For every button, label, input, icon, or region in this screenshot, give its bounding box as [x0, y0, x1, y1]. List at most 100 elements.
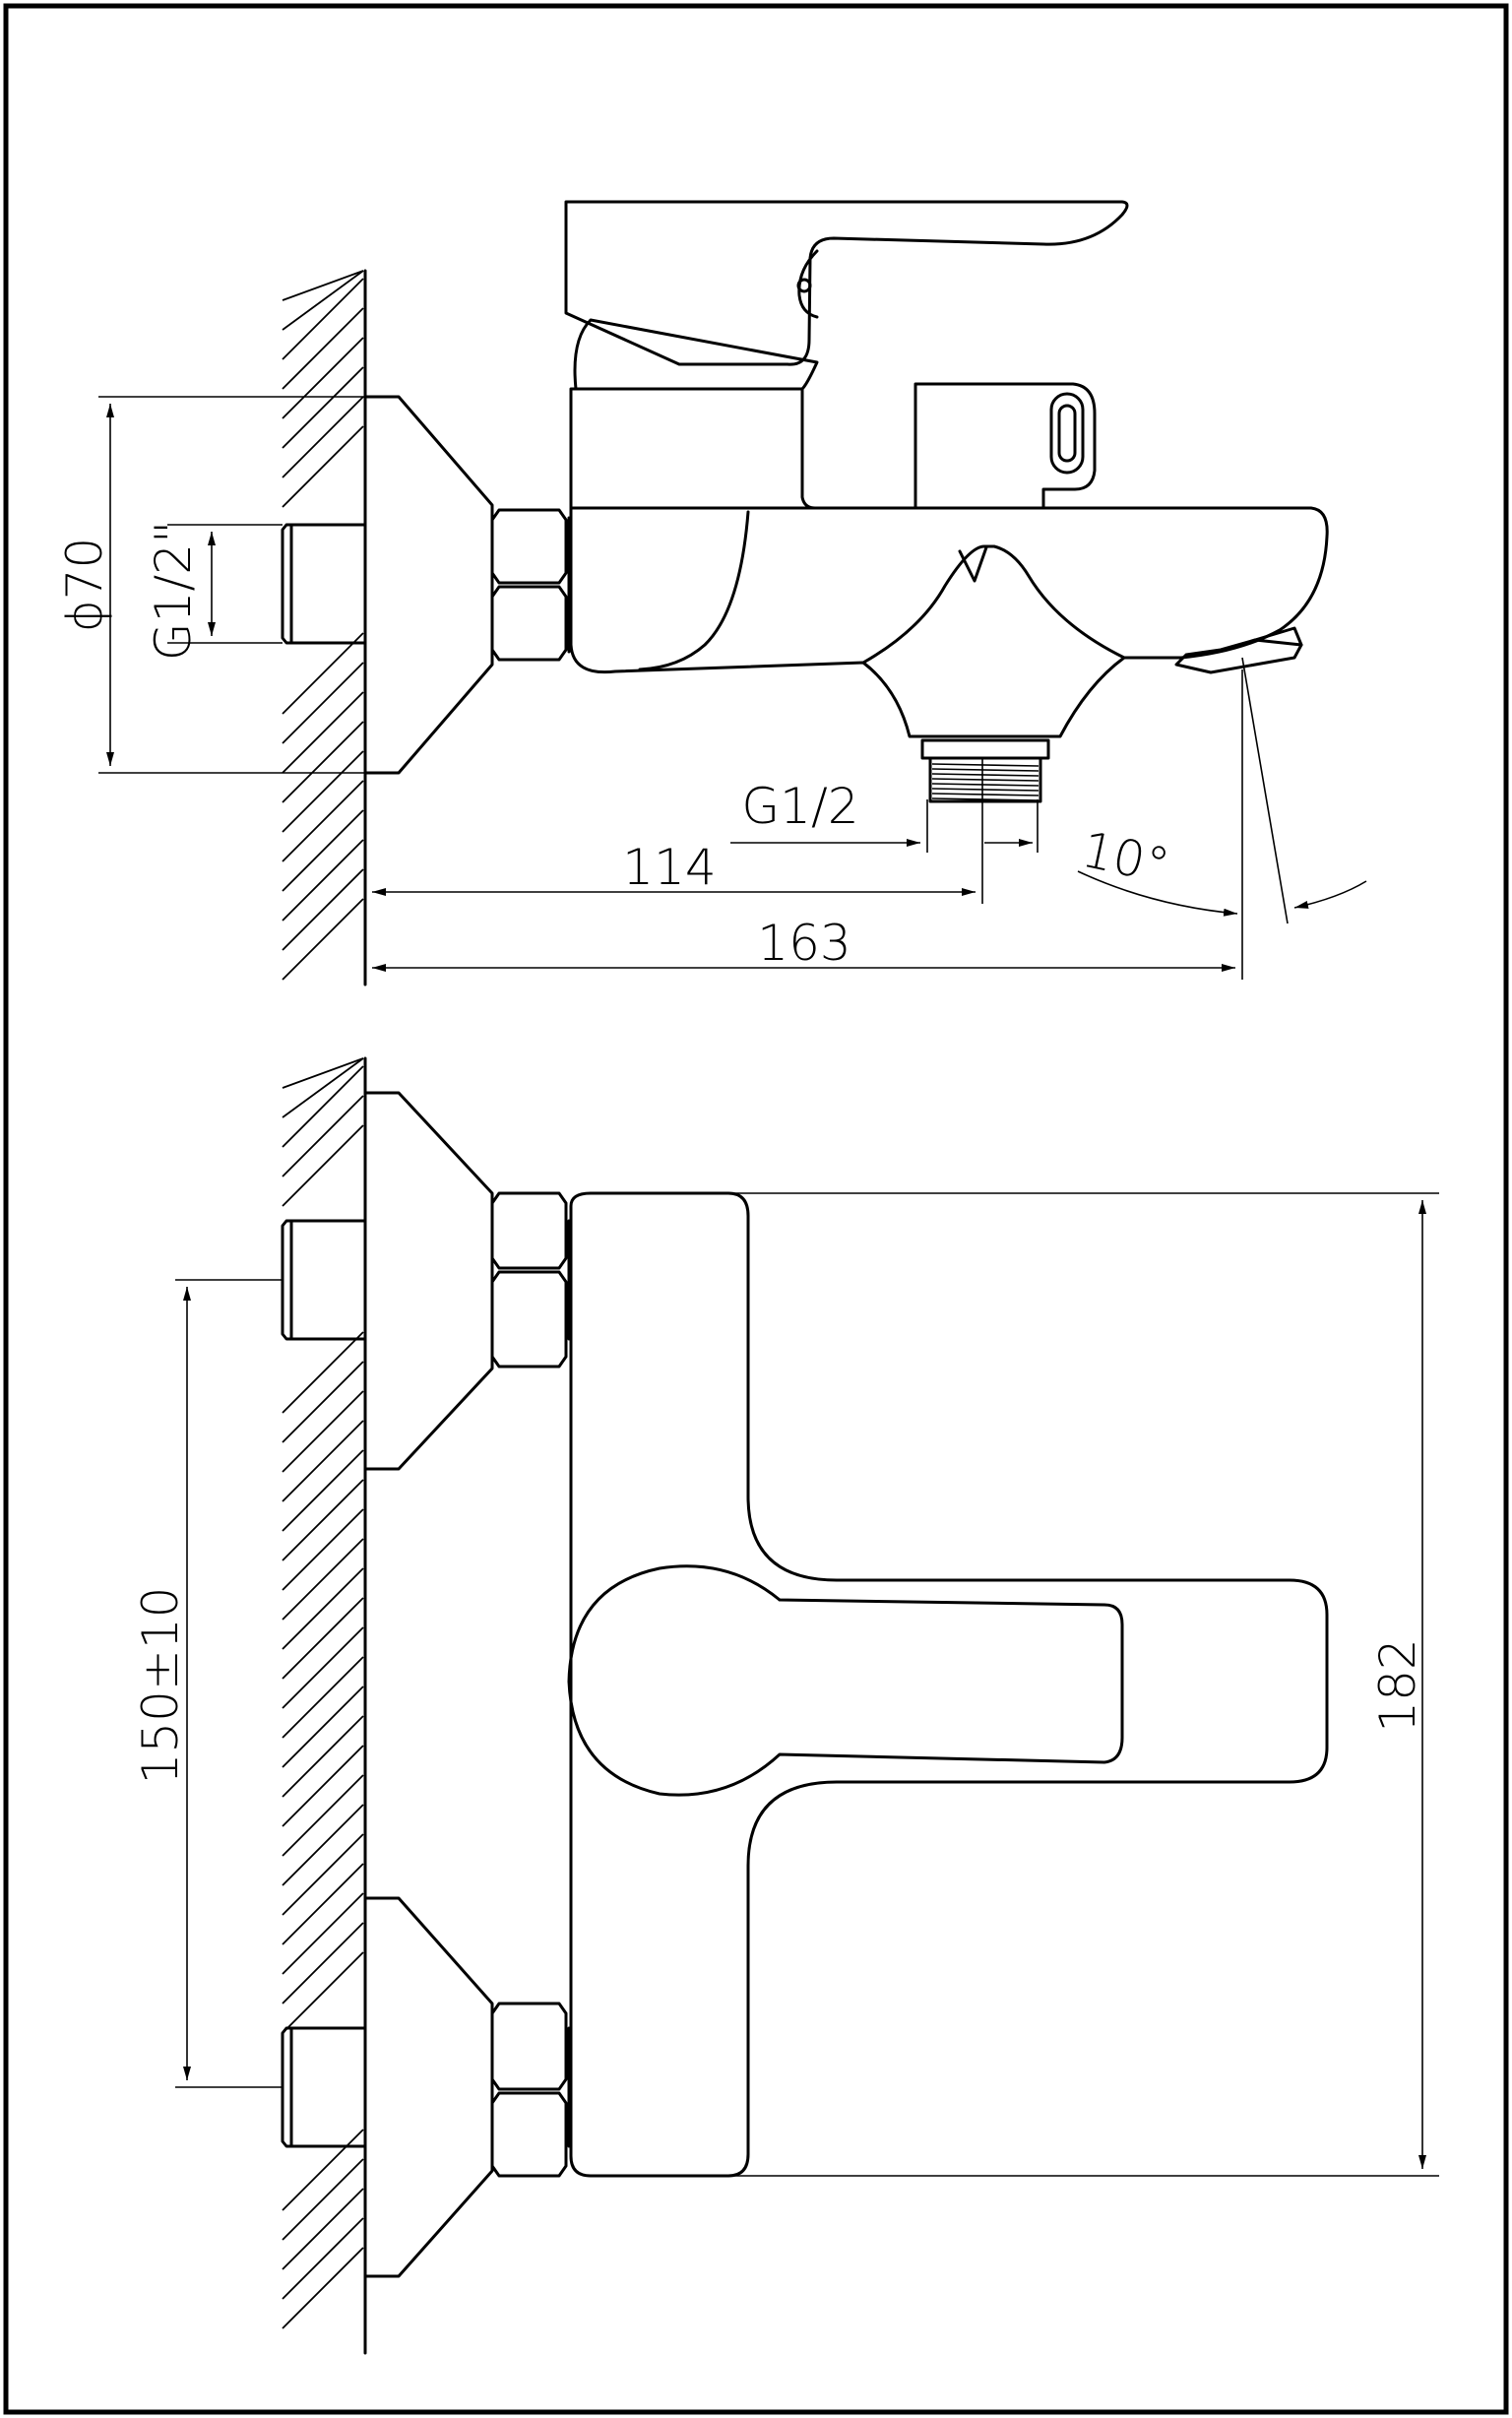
- wall-hatching-top: [282, 269, 367, 986]
- hatch-line: [282, 1567, 364, 1650]
- upper-flange-front: [363, 1091, 494, 1471]
- hatch-line: [282, 425, 364, 508]
- lower-flange-front: [363, 1896, 494, 2278]
- hatch-line: [282, 1892, 364, 1975]
- hatch-line: [282, 270, 364, 301]
- dim-label-outlet-thread: G1/2: [741, 778, 858, 835]
- dim-diameter-base: ϕ70: [56, 396, 365, 774]
- hatch-line: [282, 1390, 364, 1473]
- outlet-thread-side: [920, 738, 1050, 803]
- lever-pivot: [797, 249, 819, 319]
- hatch-line: [282, 1922, 364, 2004]
- hatch-line: [282, 632, 364, 715]
- spout-tip-side: [1174, 626, 1303, 674]
- hatch-line: [282, 750, 364, 833]
- dim-inlet-spacing: 150±10: [132, 1279, 283, 2088]
- hatch-line: [282, 1361, 364, 1443]
- hatch-line: [282, 1833, 364, 1916]
- hatch-line: [282, 307, 364, 390]
- hatch-line: [282, 898, 364, 981]
- hatch-line: [282, 1745, 364, 1827]
- upper-hex-nut-front: [490, 1191, 571, 1368]
- outlet-neck-contour: [861, 544, 1126, 665]
- hatch-line: [282, 721, 364, 803]
- thread-line: [931, 793, 1040, 796]
- lower-inlet-pipe-front: [281, 2026, 367, 2148]
- hatch-line: [282, 1057, 364, 1118]
- hatch-line: [282, 1331, 364, 1414]
- hatch-line: [282, 1597, 364, 1680]
- dim-label-inlet-spacing: 150±10: [132, 1587, 189, 1785]
- dim-outlet-distance: 114: [372, 758, 983, 904]
- hatch-line: [282, 1065, 364, 1148]
- hatch-line: [282, 780, 364, 862]
- hatch-line: [282, 691, 364, 774]
- hatch-line: [282, 1686, 364, 1768]
- hatch-line: [282, 1479, 364, 1561]
- thread-line: [931, 773, 1040, 777]
- outlet-neck-notch: [958, 545, 988, 583]
- upper-inlet-pipe-front: [281, 1219, 367, 1341]
- cartridge-housing-side: [569, 387, 817, 510]
- thread-line: [931, 778, 1040, 782]
- inlet-pipe-side: [281, 523, 367, 645]
- mixer-body-front: [569, 1191, 1329, 2178]
- dim-label-total-depth: 163: [757, 915, 850, 972]
- dim-label-inlet-thread: G1/2": [145, 521, 202, 661]
- hatch-line: [282, 809, 364, 892]
- dim-label-body-height: 182: [1369, 1638, 1426, 1732]
- hatch-line: [282, 366, 364, 449]
- hatch-line: [282, 1863, 364, 1945]
- hatch-line: [282, 1508, 364, 1591]
- dim-total-depth: 163: [372, 669, 1243, 980]
- dim-label-diameter-base: ϕ70: [56, 538, 113, 633]
- lower-hex-nut-front: [490, 2002, 571, 2178]
- hatch-line: [282, 1626, 364, 1709]
- hatch-line: [282, 1656, 364, 1739]
- thread-line: [931, 763, 1040, 767]
- hatch-line: [282, 1774, 364, 1857]
- hatch-line: [282, 1715, 364, 1798]
- hatch-line: [282, 396, 364, 478]
- lever-handle-side: [564, 200, 1129, 366]
- diverter-knob-side: [914, 382, 1097, 510]
- hatch-line: [282, 278, 364, 360]
- hatch-line: [282, 2188, 364, 2270]
- dim-inlet-thread: G1/2": [145, 521, 283, 661]
- lever-handle-front: [567, 1564, 1124, 1797]
- hatch-line: [282, 2247, 364, 2329]
- cartridge-dome: [573, 318, 819, 391]
- hex-nut-side: [490, 508, 571, 662]
- hatch-line: [282, 2158, 364, 2241]
- hatch-line: [282, 662, 364, 744]
- front-view: 150±10 182: [132, 1056, 1439, 2355]
- hatch-line: [282, 1420, 364, 1502]
- hatch-line: [282, 2217, 364, 2300]
- lever-screw: [796, 278, 812, 293]
- hatch-line: [282, 868, 364, 951]
- thread-line: [931, 783, 1040, 787]
- hatch-line: [282, 1538, 364, 1621]
- hatch-line: [282, 2129, 364, 2211]
- hatch-line: [282, 1951, 364, 2034]
- hatch-line: [282, 1449, 364, 1532]
- dim-label-outlet-distance: 114: [622, 839, 716, 896]
- thread-line: [931, 788, 1040, 792]
- dim-spout-angle: 10°: [1077, 657, 1367, 924]
- wall-hatching-bottom: [282, 1056, 367, 2355]
- hatch-line: [282, 337, 364, 419]
- hatch-line: [282, 1804, 364, 1886]
- wall-flange-side: [363, 395, 494, 775]
- body-side-contour: [638, 510, 750, 671]
- side-view: ϕ70 G1/2" G1/2 114 163: [56, 200, 1367, 986]
- hatch-line: [282, 1095, 364, 1177]
- dim-body-height: 182: [733, 1192, 1439, 2177]
- mixer-body-side: [569, 506, 1329, 738]
- dim-label-spout-angle: 10°: [1077, 821, 1174, 895]
- thread-line: [931, 768, 1040, 772]
- drawing-frame: [3, 3, 1509, 2415]
- hatch-line: [282, 839, 364, 922]
- hatch-line: [282, 1057, 364, 1089]
- dim-outlet-thread: G1/2: [730, 778, 1039, 853]
